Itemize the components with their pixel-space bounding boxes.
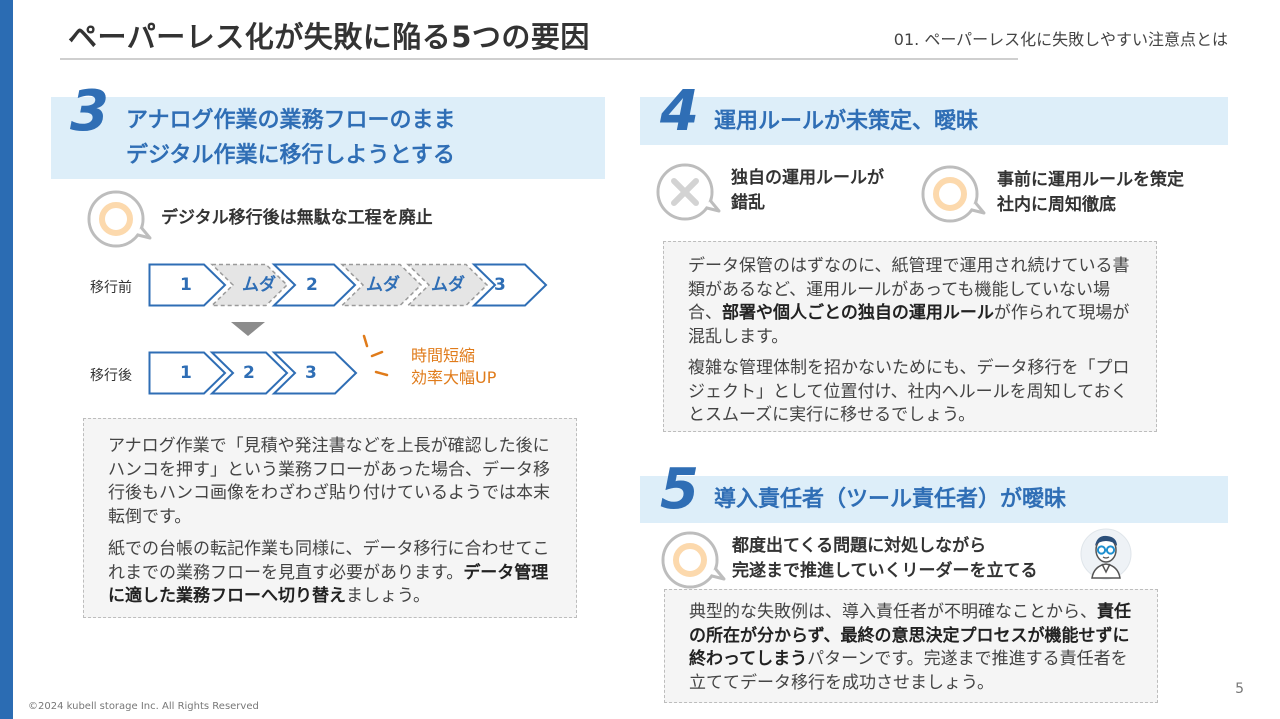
person-glasses-icon	[1080, 528, 1132, 580]
flow-before-label: 移行前	[90, 280, 132, 296]
factor4-body-paragraph: 複雑な管理体制を招かないためにも、データ移行を「プロジェクト」として位置付け、社…	[688, 358, 1130, 425]
flow-before-muda: ムダ	[242, 275, 276, 295]
page-title: ペーパーレス化が失敗に陥る5つの要因	[68, 20, 590, 54]
flow-after-step: 2	[243, 363, 255, 383]
factor5-header-band	[640, 476, 1228, 523]
factor4-body-paragraph: データ保管のはずなのに、紙管理で運用され続けている書類があるなど、運用ルールがあ…	[688, 256, 1130, 347]
title-divider	[60, 58, 1018, 60]
flow-before-muda: ムダ	[366, 275, 400, 295]
factor4-header-band	[640, 97, 1228, 145]
speech-circle-icon	[661, 531, 726, 589]
speech-circle-icon	[87, 190, 152, 248]
factor4-title: 運用ルールが未策定、曖昧	[714, 109, 979, 134]
factor3-point: デジタル移行後は無駄な工程を廃止	[161, 208, 433, 228]
factor3-result: 時間短縮 効率大幅UP	[411, 346, 497, 387]
factor5-body-paragraph: 典型的な失敗例は、導入責任者が不明確なことから、責任の所在が分からず、最終の意思…	[689, 602, 1131, 693]
factor3-body-paragraph: 紙での台帳の転記作業も同様に、データ移行に合わせてこれまでの業務フローを見直す必…	[108, 539, 550, 606]
factor3-header-band	[51, 97, 605, 179]
speech-cross-icon	[656, 163, 721, 221]
factor3-title: アナログ作業の業務フローのまま デジタル作業に移行しようとする	[126, 108, 456, 168]
left-accent-bar	[0, 0, 13, 719]
speech-circle-icon	[921, 165, 986, 223]
flow-before-step: 1	[180, 275, 192, 295]
page-number: 5	[1235, 681, 1244, 697]
arrow-down-icon	[231, 322, 265, 336]
section-label: 01. ペーパーレス化に失敗しやすい注意点とは	[893, 30, 1228, 49]
factor5-number: 5	[660, 457, 699, 522]
factor4-good-point: 事前に運用ルールを策定 社内に周知徹底	[997, 170, 1184, 215]
factor4-number: 4	[660, 79, 699, 144]
factor3-body-paragraph: アナログ作業で「見積や発注書などを上長が確認した後にハンコを押す」という業務フロ…	[108, 436, 550, 527]
flow-after: 1 2 3	[148, 351, 360, 395]
factor4-bad-point: 独自の運用ルールが 錯乱	[731, 168, 884, 213]
factor5-title: 導入責任者（ツール責任者）が曖昧	[714, 487, 1067, 512]
flow-after-step: 3	[305, 363, 317, 383]
flow-after-step: 1	[180, 363, 192, 383]
flow-before-muda: ムダ	[431, 275, 465, 295]
flow-before-step: 2	[306, 275, 318, 295]
flow-before-step: 3	[494, 275, 506, 295]
factor5-point: 都度出てくる問題に対処しながら 完遂まで推進していくリーダーを立てる	[732, 536, 1038, 581]
flow-after-label: 移行後	[90, 368, 132, 384]
factor4-body: データ保管のはずなのに、紙管理で運用され続けている書類があるなど、運用ルールがあ…	[663, 241, 1157, 432]
copyright: ©2024 kubell storage Inc. All Rights Res…	[28, 701, 259, 712]
factor5-body: 典型的な失敗例は、導入責任者が不明確なことから、責任の所在が分からず、最終の意思…	[664, 589, 1158, 703]
emphasis-burst-icon	[362, 334, 389, 377]
factor3-body: アナログ作業で「見積や発注書などを上長が確認した後にハンコを押す」という業務フロ…	[83, 418, 577, 618]
factor3-number: 3	[70, 79, 109, 144]
flow-before: 1 ムダ 2 ムダ ムダ 3	[148, 263, 550, 307]
